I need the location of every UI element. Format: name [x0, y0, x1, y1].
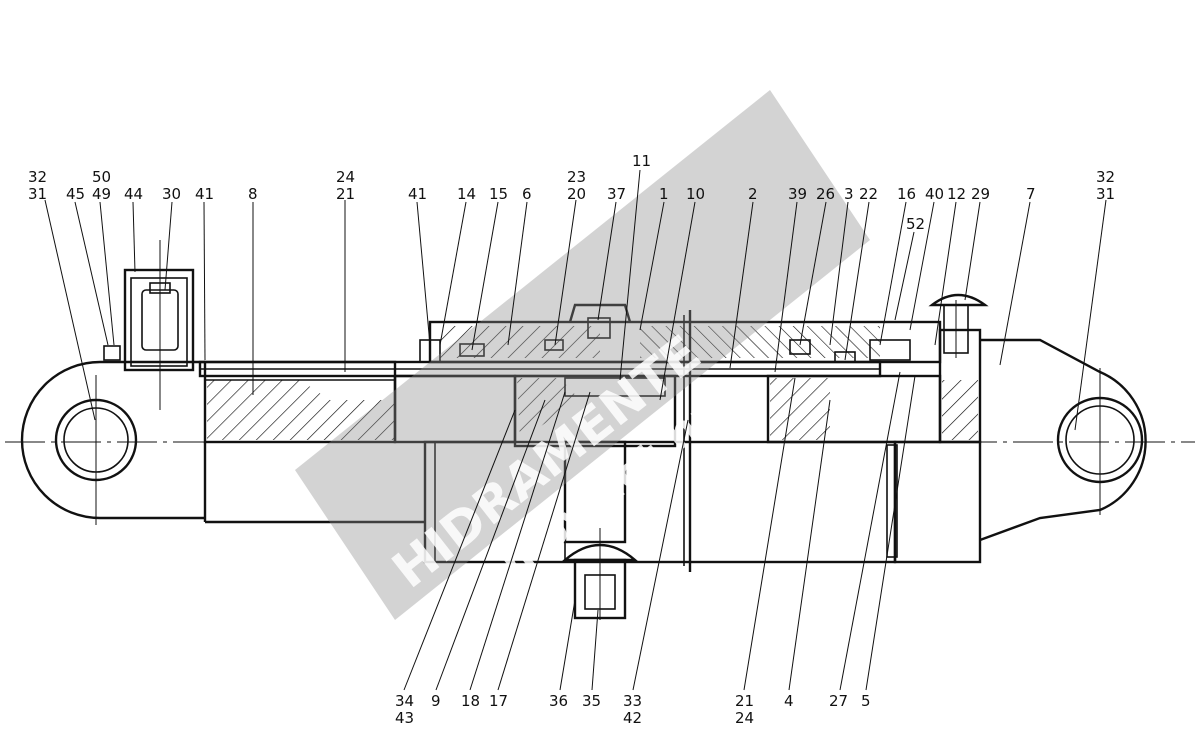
callout-37: 37 — [607, 185, 626, 203]
callout-17: 17 — [489, 692, 508, 710]
callout-12: 12 — [947, 185, 966, 203]
callout-27: 27 — [829, 692, 848, 710]
callout-5: 5 — [861, 692, 871, 710]
callout-52: 52 — [906, 215, 925, 233]
callout-14: 14 — [457, 185, 476, 203]
callout-10: 10 — [686, 185, 705, 203]
callout-16: 16 — [897, 185, 916, 203]
callout-1: 1 — [659, 185, 669, 203]
callout-45: 45 — [66, 185, 85, 203]
sensor-housing — [103, 240, 195, 410]
callout-41-b: 41 — [408, 185, 427, 203]
callout-11: 11 — [632, 152, 651, 170]
callout-15: 15 — [489, 185, 508, 203]
callout-44: 44 — [124, 185, 143, 203]
callout-30: 30 — [162, 185, 181, 203]
right-cylinder-eye — [979, 338, 1147, 542]
callout-18: 18 — [461, 692, 480, 710]
callout-29: 29 — [971, 185, 990, 203]
callout-2: 2 — [748, 185, 758, 203]
callout-6: 6 — [522, 185, 532, 203]
callout-9: 9 — [431, 692, 441, 710]
callout-35: 35 — [582, 692, 601, 710]
callout-4: 4 — [784, 692, 794, 710]
leader-lines-top — [44, 169, 1107, 431]
callout-7: 7 — [1026, 185, 1036, 203]
bottom-port-fitting — [561, 528, 639, 620]
callout-22: 22 — [859, 185, 878, 203]
left-rod-eye — [20, 360, 205, 525]
callout-40: 40 — [925, 185, 944, 203]
callout-41-a: 41 — [195, 185, 214, 203]
callout-8: 8 — [248, 185, 258, 203]
callout-36: 36 — [549, 692, 568, 710]
callout-3: 3 — [844, 185, 854, 203]
leader-lines-bottom — [403, 371, 916, 691]
callout-39: 39 — [788, 185, 807, 203]
callout-26: 26 — [816, 185, 835, 203]
watermark: HIDRAMENTE movelet.hu — [295, 90, 870, 620]
